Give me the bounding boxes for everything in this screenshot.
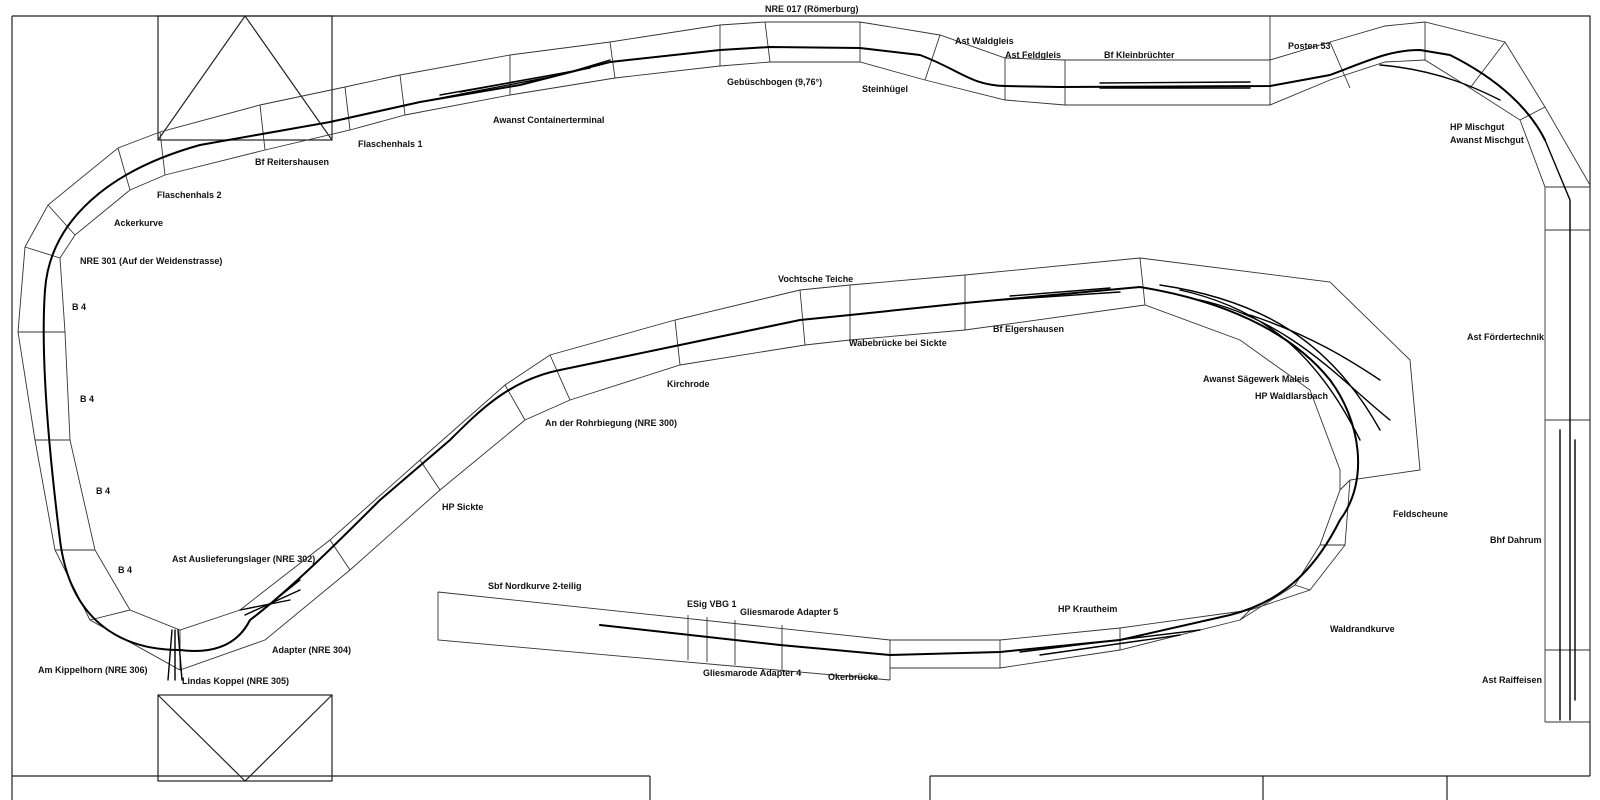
label-ast-auslieferungslager: Ast Auslieferungslager (NRE 302)	[172, 554, 315, 564]
label-vochtsche-teiche: Vochtsche Teiche	[778, 274, 853, 284]
label-wabebruecke: Wabebrücke bei Sickte	[849, 338, 947, 348]
label-posten-53: Posten 53	[1288, 41, 1331, 51]
label-feldscheune: Feldscheune	[1393, 509, 1448, 519]
label-kirchrode: Kirchrode	[667, 379, 710, 389]
label-b4-1: B 4	[72, 302, 86, 312]
title-label: NRE 017 (Römerburg)	[765, 4, 859, 14]
station-labels: NRE 017 (Römerburg) Ast Waldgleis Ast Fe…	[38, 4, 1545, 686]
label-awanst-mischgut: Awanst Mischgut	[1450, 135, 1524, 145]
label-hp-krautheim: HP Krautheim	[1058, 604, 1117, 614]
label-bhf-dahrum: Bhf Dahrum	[1490, 535, 1542, 545]
label-b4-2: B 4	[80, 394, 94, 404]
label-awanst-containerterminal: Awanst Containerterminal	[493, 115, 604, 125]
door-bottom	[157, 694, 333, 782]
label-an-der-rohrbiegung: An der Rohrbiegung (NRE 300)	[545, 418, 677, 428]
label-flaschenhals-1: Flaschenhals 1	[358, 139, 423, 149]
label-gliesmarode-adapter-4: Gliesmarode Adapter 4	[703, 668, 801, 678]
label-okerbruecke: Okerbrücke	[828, 672, 878, 682]
label-steinhuegel: Steinhügel	[862, 84, 908, 94]
label-bf-elgershausen: Bf Elgershausen	[993, 324, 1064, 334]
label-hp-waldlarsbach: HP Waldlarsbach	[1255, 391, 1328, 401]
outer-module-band	[17, 16, 1591, 723]
inner-module-band	[239, 257, 1421, 681]
label-hp-sickte: HP Sickte	[442, 502, 483, 512]
label-b4-4: B 4	[118, 565, 132, 575]
track-lines	[42, 46, 1576, 721]
label-bf-kleinbruechter: Bf Kleinbrüchter	[1104, 50, 1175, 60]
label-ackerkurve: Ackerkurve	[114, 218, 163, 228]
door-top	[157, 14, 333, 141]
label-lindas-koppel: Lindas Koppel (NRE 305)	[182, 676, 289, 686]
label-sbf-nordkurve: Sbf Nordkurve 2-teilig	[488, 581, 582, 591]
label-hp-mischgut: HP Mischgut	[1450, 122, 1504, 132]
label-ast-waldgleis: Ast Waldgleis	[955, 36, 1014, 46]
label-nre-301: NRE 301 (Auf der Weidenstrasse)	[80, 256, 222, 266]
label-awanst-saegewerk: Awanst Sägewerk Maleis	[1203, 374, 1309, 384]
label-am-kippelhorn: Am Kippelhorn (NRE 306)	[38, 665, 148, 675]
label-adapter-304: Adapter (NRE 304)	[272, 645, 351, 655]
label-ast-feldgleis: Ast Feldgleis	[1005, 50, 1061, 60]
label-ast-foerdertechnik: Ast Fördertechnik	[1467, 332, 1545, 342]
label-b4-3: B 4	[96, 486, 110, 496]
label-esig-vbg: ESig VBG 1	[687, 599, 737, 609]
label-flaschenhals-2: Flaschenhals 2	[157, 190, 222, 200]
label-bf-reitershausen: Bf Reitershausen	[255, 157, 329, 167]
label-gliesmarode-adapter-5: Gliesmarode Adapter 5	[740, 607, 838, 617]
label-ast-raiffeisen: Ast Raiffeisen	[1482, 675, 1542, 685]
label-gebueschbogen: Gebüschbogen (9,76°)	[727, 77, 822, 87]
label-waldrandkurve: Waldrandkurve	[1330, 624, 1395, 634]
